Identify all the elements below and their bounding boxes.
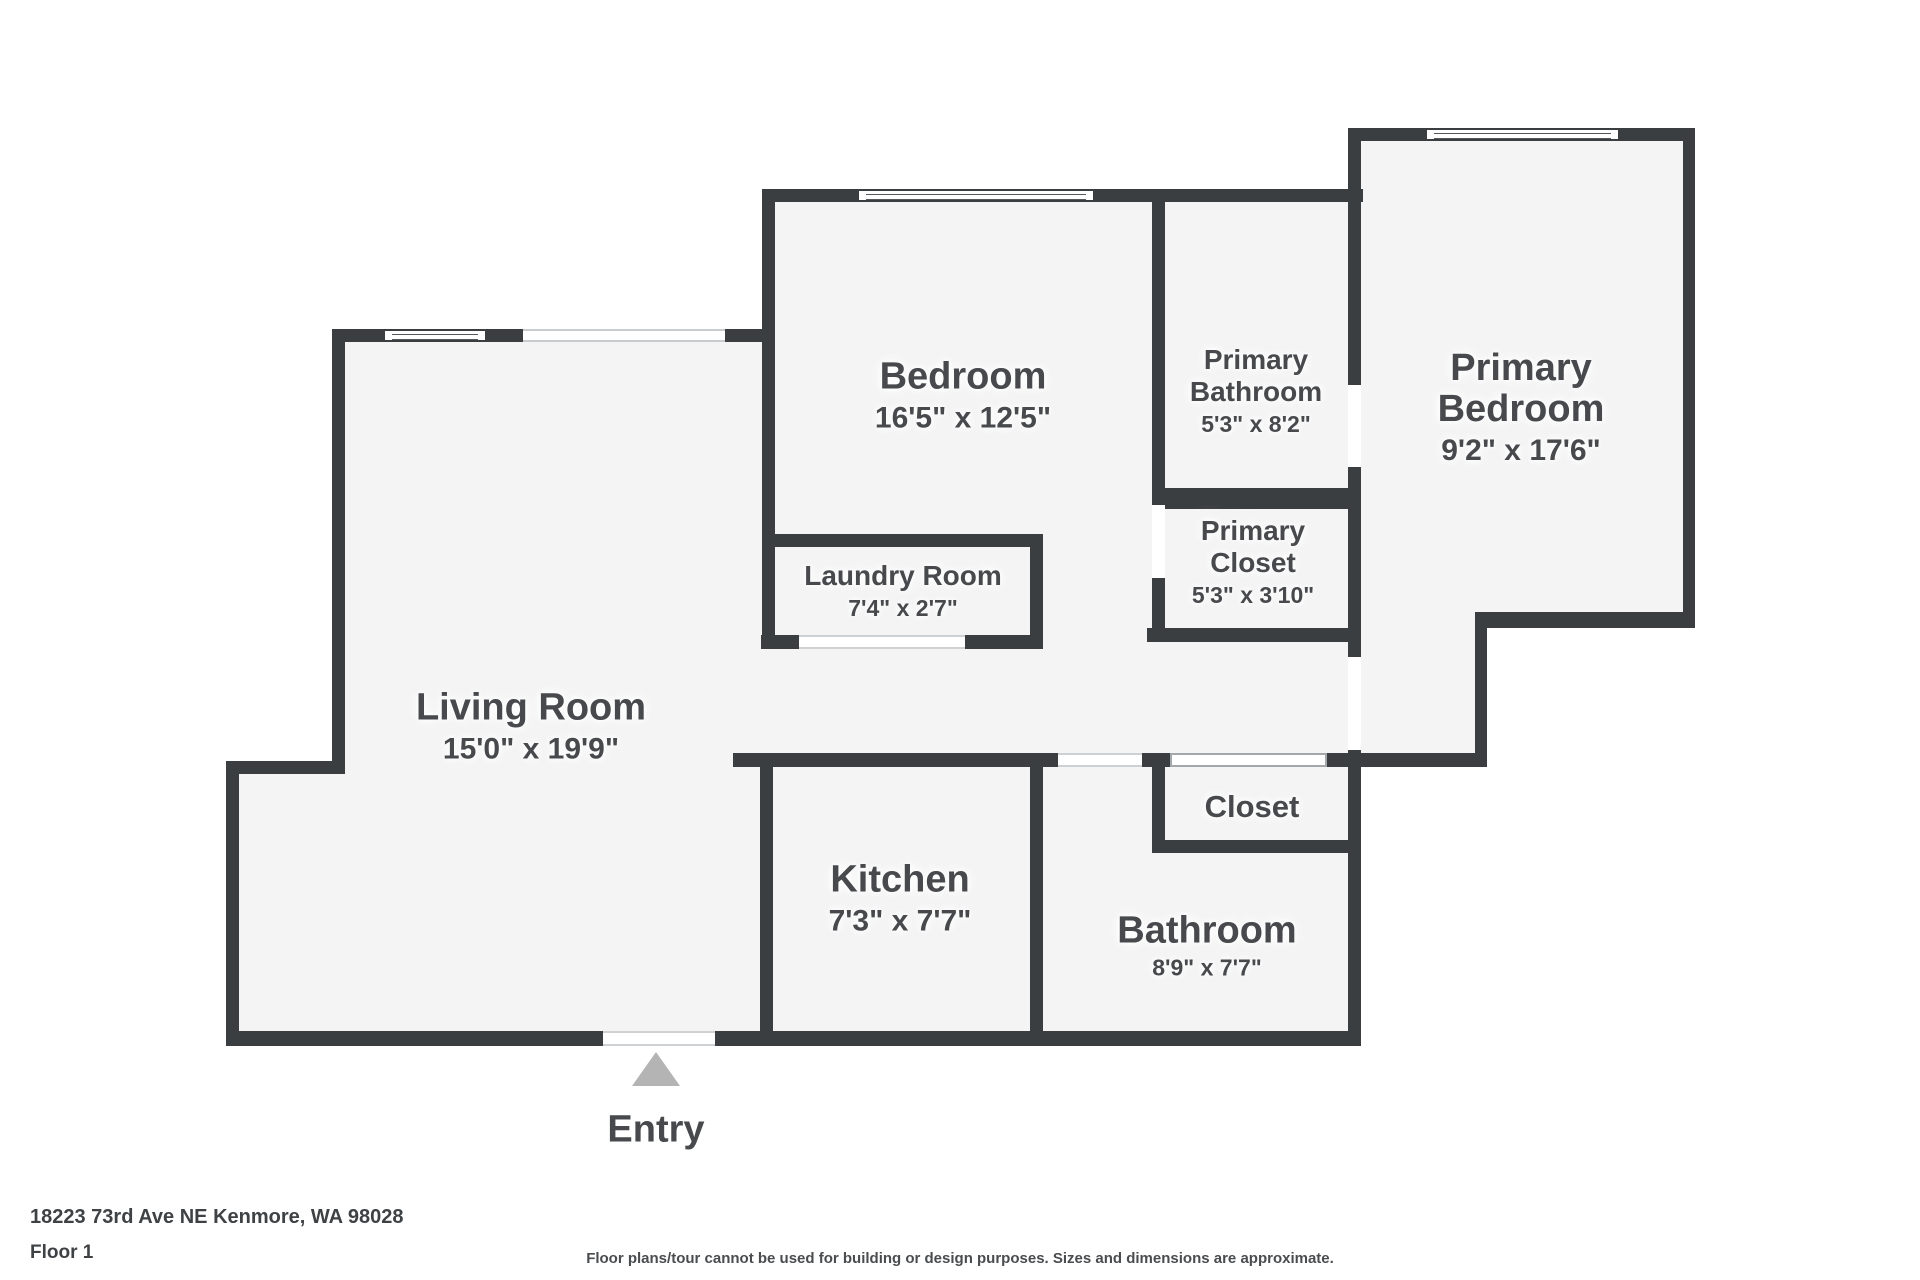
living-room-label: Living Room 15'0" x 19'9" (416, 687, 646, 766)
living-room-area-lower (239, 774, 345, 1031)
room-dims: 16'5" x 12'5" (874, 401, 1052, 435)
door-opening (1348, 657, 1361, 750)
bedroom-label: Bedroom 16'5" x 12'5" (875, 356, 1051, 435)
kitchen-label: Kitchen 7'3" x 7'7" (829, 859, 972, 938)
floor-number-text: Floor 1 (30, 1242, 94, 1263)
bathroom-label: Bathroom 8'9" x 7'7" (1117, 910, 1296, 981)
wall-segment (760, 753, 773, 1031)
window-symbol (383, 329, 487, 342)
wall-segment (1683, 128, 1695, 628)
wall-segment (1152, 753, 1165, 853)
room-name: Living Room (415, 686, 647, 729)
primary-bedroom-area (1361, 141, 1683, 628)
address-text: 18223 73rd Ave NE Kenmore, WA 98028 (30, 1206, 404, 1228)
room-name: Primary Bathroom (1189, 344, 1323, 407)
wall-segment (1030, 753, 1043, 1046)
closet-label: Closet (1204, 788, 1300, 824)
wall-segment (762, 534, 1043, 547)
laundry-room-label: Laundry Room 7'4" x 2'7" (804, 560, 1002, 622)
room-name: Laundry Room (804, 560, 1002, 592)
window-symbol (857, 189, 1095, 202)
door-opening (1058, 753, 1142, 767)
wall-segment (226, 1031, 1360, 1046)
primary-bathroom-label: Primary Bathroom 5'3" x 8'2" (1156, 344, 1356, 438)
primary-closet-label: Primary Closet 5'3" x 3'10" (1173, 515, 1333, 609)
wall-segment (226, 761, 345, 774)
bedroom-area (775, 202, 1165, 648)
door-opening (799, 635, 965, 649)
room-name: Bedroom (879, 355, 1047, 398)
wall-segment (1348, 467, 1361, 657)
room-dims: 15'0" x 19'9" (442, 732, 620, 766)
primary-bathroom-closet-area (1165, 202, 1348, 642)
disclaimer-text: Floor plans/tour cannot be used for buil… (586, 1250, 1334, 1267)
wall-opening (523, 329, 725, 342)
room-dims: 7'4" x 2'7" (848, 594, 958, 621)
entry-door-opening (603, 1031, 715, 1046)
room-dims: 8'9" x 7'7" (1152, 954, 1262, 981)
room-name: Bathroom (1117, 909, 1297, 952)
room-name: Primary Bedroom (1437, 346, 1605, 430)
window-symbol (1425, 128, 1620, 141)
wall-segment (1475, 612, 1487, 767)
primary-bedroom-label: Primary Bedroom 9'2" x 17'6" (1411, 346, 1631, 468)
door-opening (1348, 385, 1361, 467)
wall-segment (1152, 488, 1360, 509)
room-dims: 5'3" x 8'2" (1201, 410, 1311, 437)
room-dims: 5'3" x 3'10" (1191, 581, 1315, 608)
closet-slider-door-symbol (1170, 753, 1327, 767)
room-dims: 9'2" x 17'6" (1441, 434, 1601, 468)
kitchen-bathroom-area (762, 766, 1361, 1031)
wall-segment (226, 761, 239, 1046)
primary-bedroom-extension-area (1361, 612, 1475, 754)
wall-segment (1030, 534, 1043, 648)
wall-segment (1147, 628, 1360, 642)
room-name: Primary Closet (1200, 515, 1306, 578)
room-name: Kitchen (830, 858, 970, 901)
wall-segment (1475, 612, 1695, 628)
wall-segment (1152, 578, 1165, 642)
room-dims: 7'3" x 7'7" (828, 904, 972, 938)
wall-segment (1152, 840, 1360, 853)
living-room-area (345, 342, 775, 1031)
wall-segment (1348, 128, 1361, 385)
wall-segment (1348, 750, 1361, 1046)
entry-arrow-icon (632, 1052, 680, 1086)
room-name: Closet (1204, 788, 1300, 824)
door-opening (1152, 505, 1165, 578)
wall-segment (1152, 202, 1165, 505)
wall-segment (332, 329, 345, 774)
wall-segment (762, 189, 775, 648)
entry-label: Entry (607, 1108, 705, 1151)
